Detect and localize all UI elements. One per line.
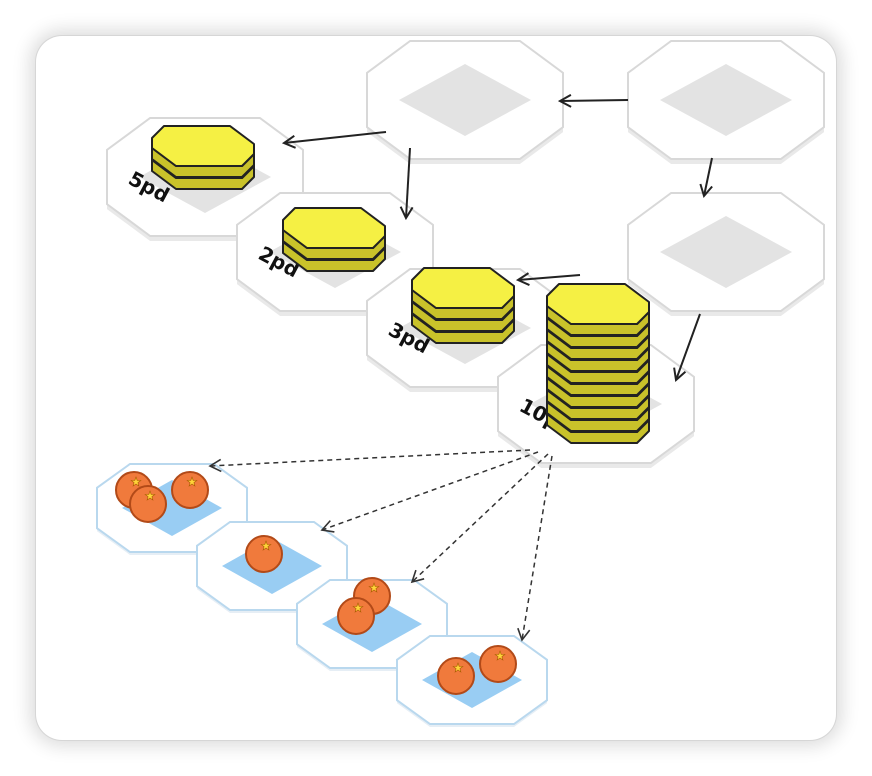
orange-icon [337, 597, 375, 635]
node-marker [660, 64, 792, 136]
edge-top-right-to-top-middle [560, 100, 629, 101]
node-fruit-4 [396, 635, 548, 727]
coin-stack [282, 207, 386, 272]
coin-stack [151, 125, 255, 190]
edge-ten-to-fruit-1 [208, 449, 531, 473]
edge-top-right-to-right-middle [704, 157, 713, 196]
fruit-node-layer [96, 463, 548, 727]
edge-ten-to-three [518, 275, 581, 280]
edge-ten-to-fruit-4 [517, 455, 553, 642]
orange-icon [129, 485, 167, 523]
node-marker [660, 216, 792, 288]
node-layer: 5pd2pd3pd10pd [106, 40, 825, 468]
orange-icon [245, 535, 283, 573]
orange-icon [479, 645, 517, 683]
gold-bar-icon [151, 125, 255, 178]
edge-top-middle-to-two [406, 147, 410, 218]
edge-ten-to-fruit-3 [410, 453, 549, 584]
orange-icon [437, 657, 475, 695]
node-top-right [627, 40, 825, 164]
edge-layer [208, 100, 713, 642]
node-right-middle [627, 192, 825, 316]
coin-stack [546, 283, 650, 444]
gold-bar-icon [546, 283, 650, 336]
node-fruit-3 [296, 577, 448, 671]
node-marker [399, 64, 531, 136]
gold-bar-icon [282, 207, 386, 260]
edge-ten-to-fruit-2 [320, 451, 539, 533]
gold-bar-icon [411, 267, 515, 320]
orange-icon [171, 471, 209, 509]
coin-stack [411, 267, 515, 344]
node-fruit-1 [96, 463, 248, 555]
coin-layer [151, 125, 650, 444]
node-fruit-2 [196, 521, 348, 613]
edge-top-middle-to-five [284, 131, 387, 143]
edge-right-middle-to-ten [676, 313, 701, 380]
node-top-middle [366, 40, 564, 164]
